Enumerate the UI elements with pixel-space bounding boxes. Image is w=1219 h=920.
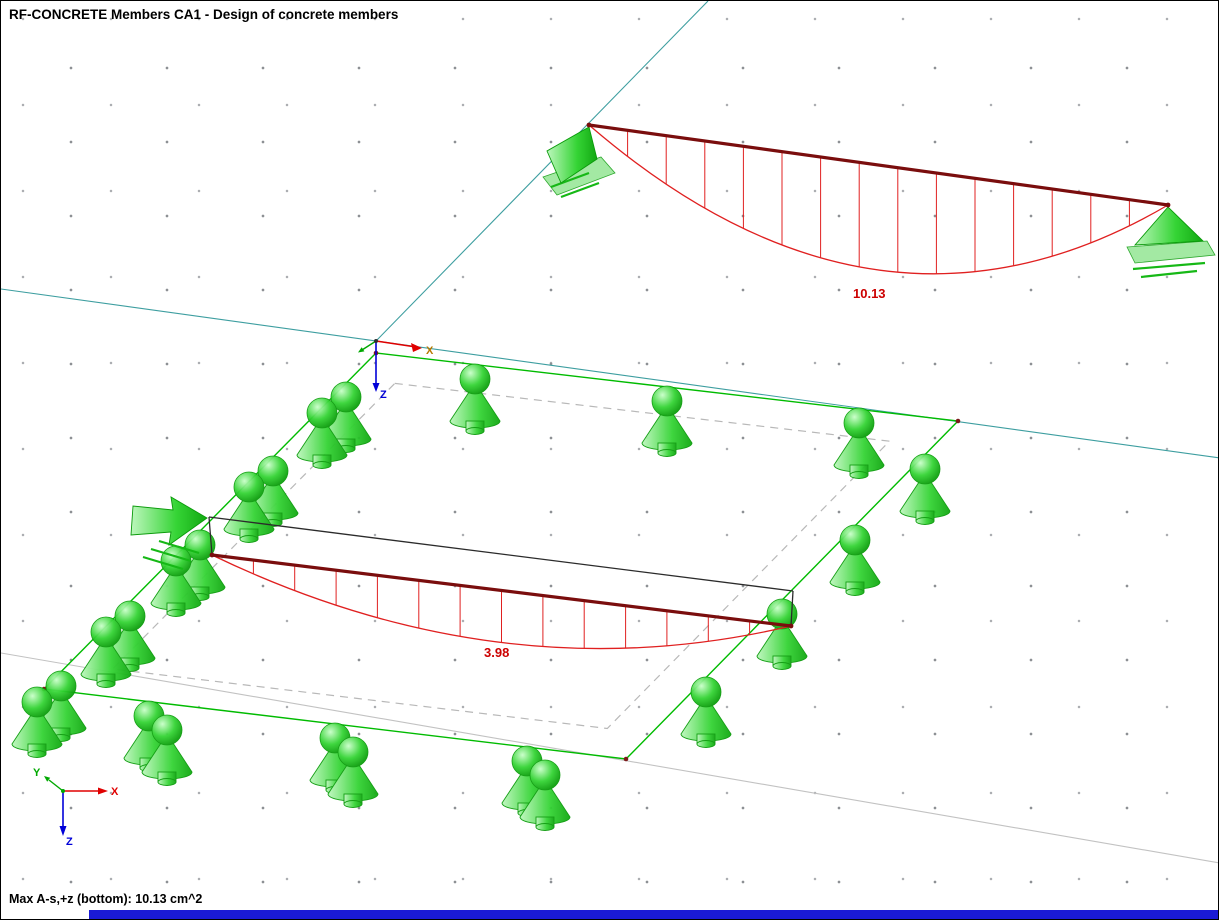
upper-beam-moment-diagram[interactable]: 10.13 — [586, 122, 1171, 301]
x-axis-arrow — [375, 340, 417, 348]
support-hatch-line — [158, 539, 200, 555]
diagram-envelope-curve — [588, 124, 1169, 275]
y-axis-label: Y — [33, 767, 41, 779]
beam-end-node[interactable] — [209, 552, 215, 558]
beam-axis[interactable] — [587, 123, 1170, 207]
progress-bar — [89, 910, 1218, 919]
upper-beam[interactable]: 10.13 — [542, 122, 1216, 301]
beam-end-edge — [790, 590, 794, 627]
support-arrow-lower-left[interactable] — [130, 496, 208, 571]
z-axis-arrowhead — [59, 826, 67, 836]
max-reinforcement-label-lower: 3.98 — [484, 645, 509, 660]
y-axis-arrowhead — [358, 347, 365, 353]
y-axis-arrow — [48, 779, 64, 792]
z-axis-label: Z — [380, 389, 387, 401]
z-axis-arrowhead — [372, 383, 380, 392]
support-plate — [1126, 240, 1216, 264]
x-axis-label: X — [111, 786, 119, 798]
origin-axes: X Z — [358, 339, 434, 401]
nodal-support-glyph[interactable] — [680, 676, 732, 748]
y-axis-arrowhead — [44, 776, 51, 782]
support-cone — [546, 126, 598, 184]
beam-top-edge[interactable] — [208, 516, 794, 592]
support-cone — [130, 496, 208, 546]
support-hatch-line — [142, 555, 184, 571]
corner-axes: X Z Y — [33, 767, 119, 848]
y-axis-arrow — [361, 340, 377, 351]
support-glyphs — [11, 363, 951, 831]
origin-node — [374, 339, 378, 343]
beam-end-node[interactable] — [788, 623, 794, 629]
view-title: RF-CONCRETE Members CA1 - Design of conc… — [9, 7, 399, 22]
z-axis-label: Z — [66, 836, 73, 848]
support-hatch-line — [1132, 261, 1206, 271]
nodal-support-glyph[interactable] — [641, 385, 693, 457]
origin-node — [61, 789, 65, 793]
support-cone — [1133, 206, 1205, 246]
lower-beam-moment-diagram[interactable]: 3.98 — [209, 552, 794, 660]
nodal-support-glyph[interactable] — [899, 453, 951, 525]
global-axis-line-1 — [1, 288, 1218, 459]
nodal-support-glyph[interactable] — [833, 407, 885, 479]
corner-node[interactable] — [623, 756, 629, 762]
nodal-support-glyph[interactable] — [829, 524, 881, 596]
x-axis-arrowhead — [411, 343, 422, 352]
x-axis-arrowhead — [98, 787, 108, 795]
diagram-envelope-curve — [211, 554, 792, 650]
max-reinforcement-label-upper: 10.13 — [853, 286, 886, 301]
beam-axis[interactable] — [210, 553, 793, 628]
beam-end-node[interactable] — [586, 122, 592, 128]
support-hatch-line — [550, 171, 590, 189]
nodal-support-glyph[interactable] — [756, 598, 808, 670]
status-text: Max A-s,+z (bottom): 10.13 cm^2 — [9, 892, 203, 906]
nodal-support-glyph[interactable] — [449, 363, 501, 435]
global-axis-line-2 — [375, 1, 709, 342]
corner-node[interactable] — [955, 418, 961, 424]
support-hatch-line — [1140, 269, 1198, 279]
support-hatch-line — [560, 181, 600, 199]
support-fixed-upper-right[interactable] — [1126, 206, 1216, 279]
lower-beam[interactable]: 3.98 — [130, 496, 794, 660]
beam-end-node[interactable] — [1165, 202, 1171, 208]
beam-end-edge — [208, 516, 213, 556]
support-fixed-upper-left[interactable] — [542, 126, 616, 199]
plane-edge-line — [1, 652, 1218, 864]
support-hatch-line — [150, 547, 192, 563]
x-axis-label: X — [426, 345, 434, 357]
background-lines — [1, 1, 1218, 864]
